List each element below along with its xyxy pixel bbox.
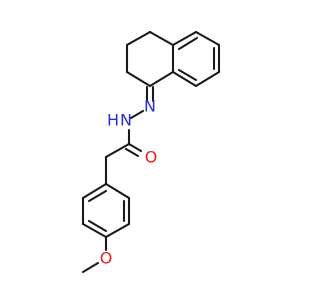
c-o-double-bond bbox=[127, 142, 143, 153]
bond bbox=[104, 182, 131, 200]
hydrogen-atom-label: H bbox=[107, 111, 119, 130]
benzene-ring-fused bbox=[171, 30, 221, 88]
oxygen-atom-label: O bbox=[145, 148, 158, 167]
oxygen-atom-label: O bbox=[100, 249, 113, 268]
bond bbox=[148, 30, 175, 47]
nitrogen-atom-label: N bbox=[144, 97, 156, 116]
double-bond-inner bbox=[87, 219, 108, 233]
double-bond-inner bbox=[177, 36, 199, 51]
tetralin-ring bbox=[125, 30, 175, 88]
bond bbox=[194, 30, 221, 47]
nitrogen-atom-label: N bbox=[120, 111, 132, 130]
molecule-canvas: N N H O O bbox=[81, 30, 221, 274]
bond bbox=[148, 70, 175, 88]
bond bbox=[171, 70, 198, 88]
n-n-bond bbox=[129, 109, 145, 120]
structure-drawing: N N H O O bbox=[81, 30, 221, 274]
bond bbox=[171, 30, 198, 47]
bond bbox=[81, 222, 108, 239]
bond bbox=[81, 261, 100, 274]
bond bbox=[125, 30, 152, 47]
benzene-ring-methoxyphenyl bbox=[81, 182, 131, 239]
bond bbox=[104, 222, 131, 239]
bond bbox=[104, 142, 131, 159]
bond bbox=[81, 182, 108, 200]
double-bond-inner bbox=[177, 68, 198, 82]
bond bbox=[194, 70, 221, 88]
double-bond-inner bbox=[87, 189, 108, 203]
c-o-double-bond bbox=[124, 147, 140, 158]
bond bbox=[125, 70, 152, 88]
